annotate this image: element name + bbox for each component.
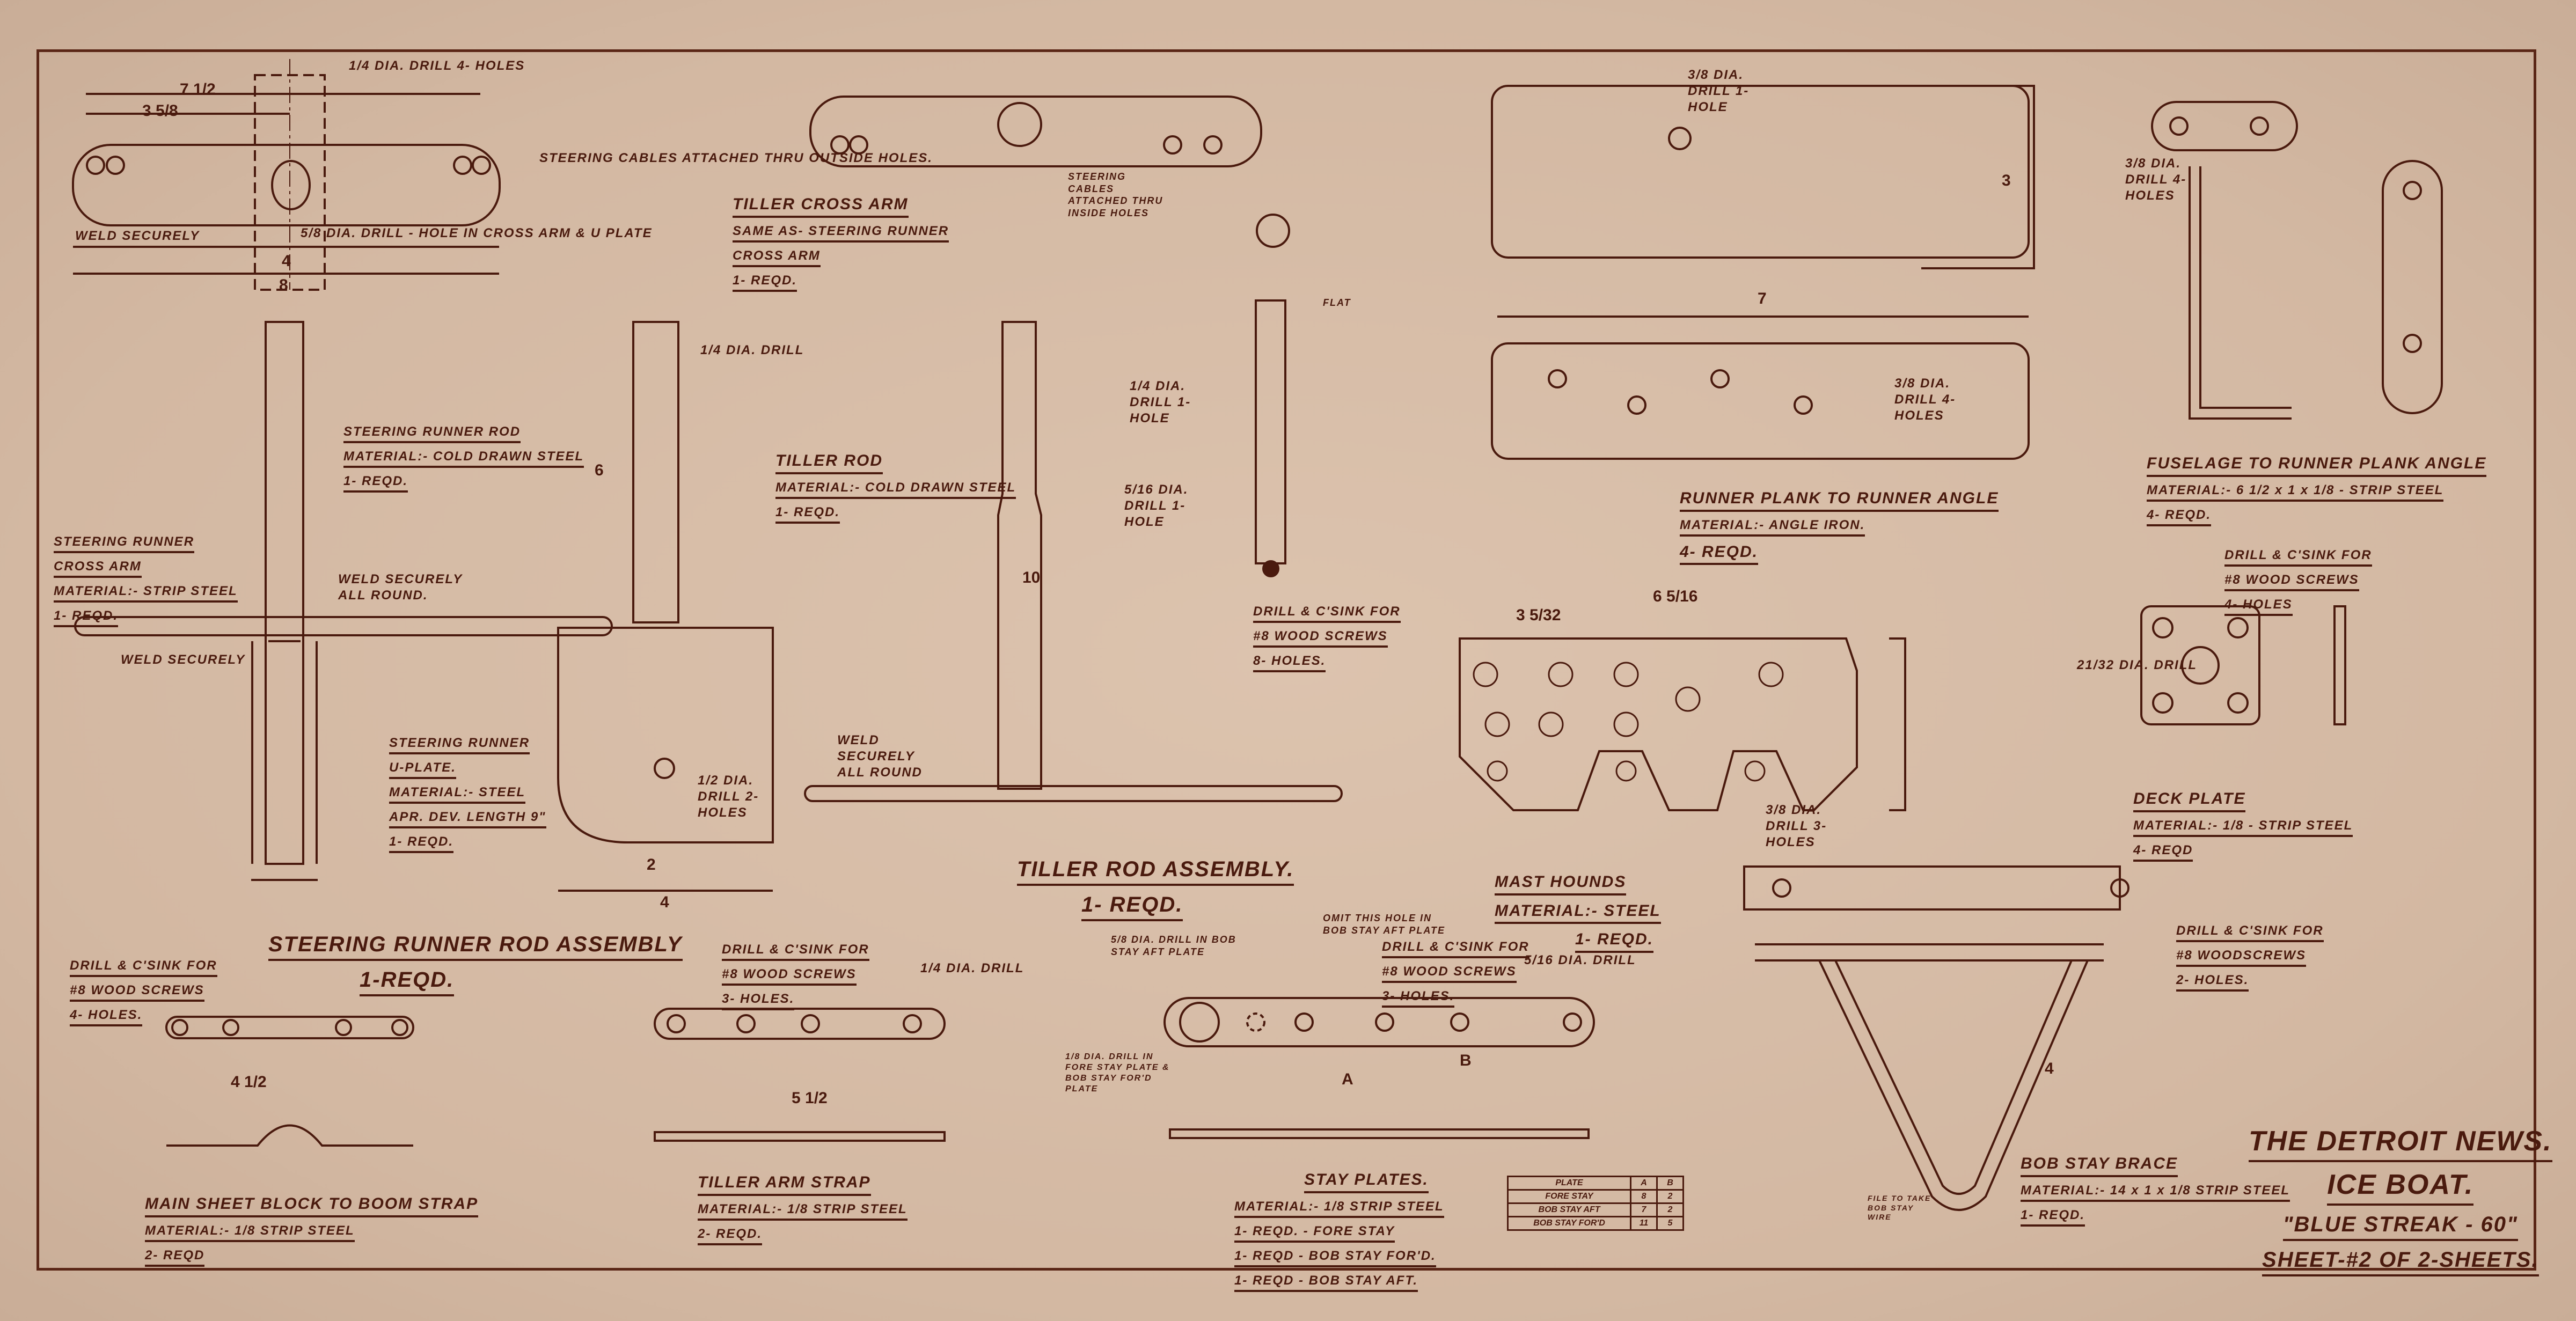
main-sheet-strap-view — [165, 1016, 414, 1147]
flat-note: FLAT — [1323, 297, 1351, 308]
strap-drill-note: DRILL & C'SINK FOR #8 WOOD SCREWS 4- HOL… — [70, 958, 217, 1032]
steering-rod-assembly-view — [74, 321, 613, 881]
sheet-number: SHEET-#2 OF 2-SHEETS. — [2262, 1246, 2539, 1276]
stay-note-2: OMIT THIS HOLE IN BOB STAY AFT PLATE — [1323, 913, 1445, 936]
drill-note-top: 1/4 DIA. DRILL 4- HOLES — [349, 58, 525, 73]
drawing-border — [36, 49, 2536, 1271]
bob-stay-brace-note: BOB STAY BRACE MATERIAL:- 14 x 1 x 1/8 S… — [2021, 1154, 2290, 1232]
bob-drill-note: DRILL & C'SINK FOR #8 WOODSCREWS 2- HOLE… — [2176, 923, 2324, 997]
dim-7: 7 — [1758, 290, 1767, 307]
mast-hounds-view — [1459, 637, 1906, 811]
deck-plate-note: DECK PLATE MATERIAL:- 1/8 - STRIP STEEL … — [2133, 789, 2353, 867]
dim-3: 3 — [2002, 172, 2011, 189]
dim-4b: 4 — [660, 893, 669, 911]
tiller-drill-1: 1/4 DIA. DRILL 1- HOLE — [1130, 379, 1191, 425]
table-row: BOB STAY FOR'D 11 5 — [1507, 1216, 1684, 1231]
table-cell: 11 — [1630, 1216, 1658, 1231]
dim-3-5-32: 3 5/32 — [1516, 606, 1561, 624]
stay-note-3: DRILL & C'SINK FOR #8 WOOD SCREWS 3- HOL… — [1382, 939, 1529, 1013]
table-cell: 5 — [1656, 1216, 1684, 1231]
table-cell: 2 — [1656, 1189, 1684, 1204]
dim-5-1-2: 5 1/2 — [792, 1089, 828, 1107]
dim-2: 2 — [647, 856, 656, 874]
stay-note-4: 5/16 DIA. DRILL — [1524, 953, 1636, 967]
stay-plates-note: STAY PLATES. MATERIAL:- 1/8 STRIP STEEL … — [1234, 1170, 1444, 1297]
table-cell: 7 — [1630, 1202, 1658, 1217]
dim-A: A — [1342, 1070, 1353, 1088]
dim-B: B — [1460, 1052, 1472, 1069]
steering-plate-side-view — [557, 321, 774, 892]
tiller-weld-note: WELD SECURELY ALL ROUND — [837, 733, 923, 780]
table-cell: 2 — [1656, 1202, 1684, 1217]
runner-drill-1: 3/8 DIA. DRILL 1- HOLE — [1688, 68, 1750, 114]
table-cell: 8 — [1630, 1189, 1658, 1204]
tiller-rod-view — [804, 214, 1343, 802]
dim-10: 10 — [1022, 569, 1041, 586]
stay-plates-view — [1163, 997, 1595, 1139]
table-header: PLATE — [1507, 1176, 1631, 1191]
stay-plate-table: PLATE A B FORE STAY 8 2 BOB STAY AFT 7 2… — [1507, 1176, 1684, 1231]
stay-note-5: 1/8 DIA. DRILL IN FORE STAY PLATE & BOB … — [1065, 1052, 1170, 1094]
dim-4-1-2: 4 1/2 — [231, 1073, 267, 1091]
table-row: BOB STAY AFT 7 2 — [1507, 1202, 1684, 1217]
dim-7-1-2: 7 1/2 — [180, 80, 216, 98]
table-header: B — [1656, 1176, 1684, 1191]
runner-drill-2: 3/8 DIA. DRILL 4- HOLES — [1894, 376, 1956, 423]
tiller-strap-drill-note: DRILL & C'SINK FOR #8 WOOD SCREWS 3- HOL… — [722, 942, 869, 1016]
fuselage-angle-view — [2151, 101, 2443, 420]
tiller-rod-note: TILLER ROD MATERIAL:- COLD DRAWN STEEL 1… — [775, 451, 1016, 529]
tiller-arm-strap-note: TILLER ARM STRAP MATERIAL:- 1/8 STRIP ST… — [698, 1172, 908, 1251]
cross-arm-note: STEERING RUNNER CROSS ARM MATERIAL:- STR… — [54, 534, 238, 633]
main-sheet-note: MAIN SHEET BLOCK TO BOOM STRAP MATERIAL:… — [145, 1194, 479, 1272]
tiller-drill-2: 5/16 DIA. DRILL 1- HOLE — [1124, 482, 1189, 529]
dim-6: 6 — [595, 461, 604, 479]
rod-drill-note: 1/4 DIA. DRILL — [700, 343, 804, 357]
table-cell: BOB STAY AFT — [1507, 1202, 1631, 1217]
table-header: A — [1630, 1176, 1658, 1191]
dim-4c: 4 — [2045, 1060, 2054, 1077]
cables-note: STEERING CABLES ATTACHED THRU OUTSIDE HO… — [539, 151, 933, 165]
weld-note-1: WELD SECURELY — [75, 229, 200, 243]
weld-note-2: WELD SECURELY — [121, 652, 246, 667]
dim-3-5-8: 3 5/8 — [142, 102, 178, 120]
tiller-cross-arm-view — [809, 96, 1262, 167]
weld-note-3: WELD SECURELY ALL ROUND. — [338, 572, 463, 603]
rod-note: STEERING RUNNER ROD MATERIAL:- COLD DRAW… — [343, 424, 584, 498]
subject: ICE BOAT. — [2327, 1168, 2474, 1206]
fuselage-note: FUSELAGE TO RUNNER PLANK ANGLE MATERIAL:… — [2147, 453, 2487, 532]
table-cell: FORE STAY — [1507, 1189, 1631, 1204]
model-name: "BLUE STREAK - 60" — [2282, 1211, 2518, 1241]
tiller-cross-arm-note: TILLER CROSS ARM SAME AS- STEERING RUNNE… — [733, 194, 949, 297]
plate-drill-note: 1/2 DIA. DRILL 2- HOLES — [698, 773, 759, 820]
dim-6-5-16: 6 5/16 — [1653, 588, 1698, 605]
steering-cross-arm-view — [72, 59, 501, 291]
mast-hounds-note: MAST HOUNDS MATERIAL:- STEEL 1- REQD. — [1495, 872, 1661, 958]
title-block: THE DETROIT NEWS. ICE BOAT. "BLUE STREAK… — [2249, 1124, 2552, 1282]
table-cell: BOB STAY FOR'D — [1507, 1216, 1631, 1231]
mast-drill-note: DRILL & C'SINK FOR #8 WOOD SCREWS 8- HOL… — [1253, 604, 1401, 678]
tiller-assembly-title: TILLER ROD ASSEMBLY. 1- REQD. — [1017, 856, 1294, 927]
deck-drill-note: DRILL & C'SINK FOR #8 WOOD SCREWS 4- HOL… — [2224, 547, 2372, 621]
runner-plank-angle-view — [1491, 85, 2035, 460]
tiller-arm-strap-view — [654, 1008, 946, 1142]
dim-4: 4 — [282, 252, 291, 270]
bob-stay-brace-view — [1743, 865, 2129, 1211]
stay-note-1: 5/8 DIA. DRILL IN BOB STAY AFT PLATE — [1111, 934, 1236, 957]
runner-plank-note: RUNNER PLANK TO RUNNER ANGLE MATERIAL:- … — [1680, 488, 1999, 570]
file-note: FILE TO TAKE BOB STAY WIRE — [1868, 1194, 1931, 1221]
u-plate-note: STEERING RUNNER U-PLATE. MATERIAL:- STEE… — [389, 735, 546, 858]
table-row: FORE STAY 8 2 — [1507, 1189, 1684, 1204]
deck-plate-view — [2140, 605, 2346, 725]
mast-drill-2: 3/8 DIA. DRILL 3- HOLES — [1766, 803, 1827, 849]
steering-assembly-title: STEERING RUNNER ROD ASSEMBLY 1-REQD. — [268, 931, 683, 1002]
drill-note-center: 5/8 DIA. DRILL - HOLE IN CROSS ARM & U P… — [301, 226, 653, 240]
fuselage-drill: 3/8 DIA. DRILL 4- HOLES — [2125, 156, 2187, 203]
dim-8: 8 — [279, 276, 288, 294]
tiller-strap-drill-2: 1/4 DIA. DRILL — [920, 961, 1024, 975]
tiller-cables-note: STEERING CABLES ATTACHED THRU INSIDE HOL… — [1068, 171, 1163, 218]
publisher: THE DETROIT NEWS. — [2249, 1124, 2552, 1162]
deck-drill-2: 21/32 DIA. DRILL — [2077, 658, 2198, 672]
table-header-row: PLATE A B — [1507, 1176, 1684, 1191]
